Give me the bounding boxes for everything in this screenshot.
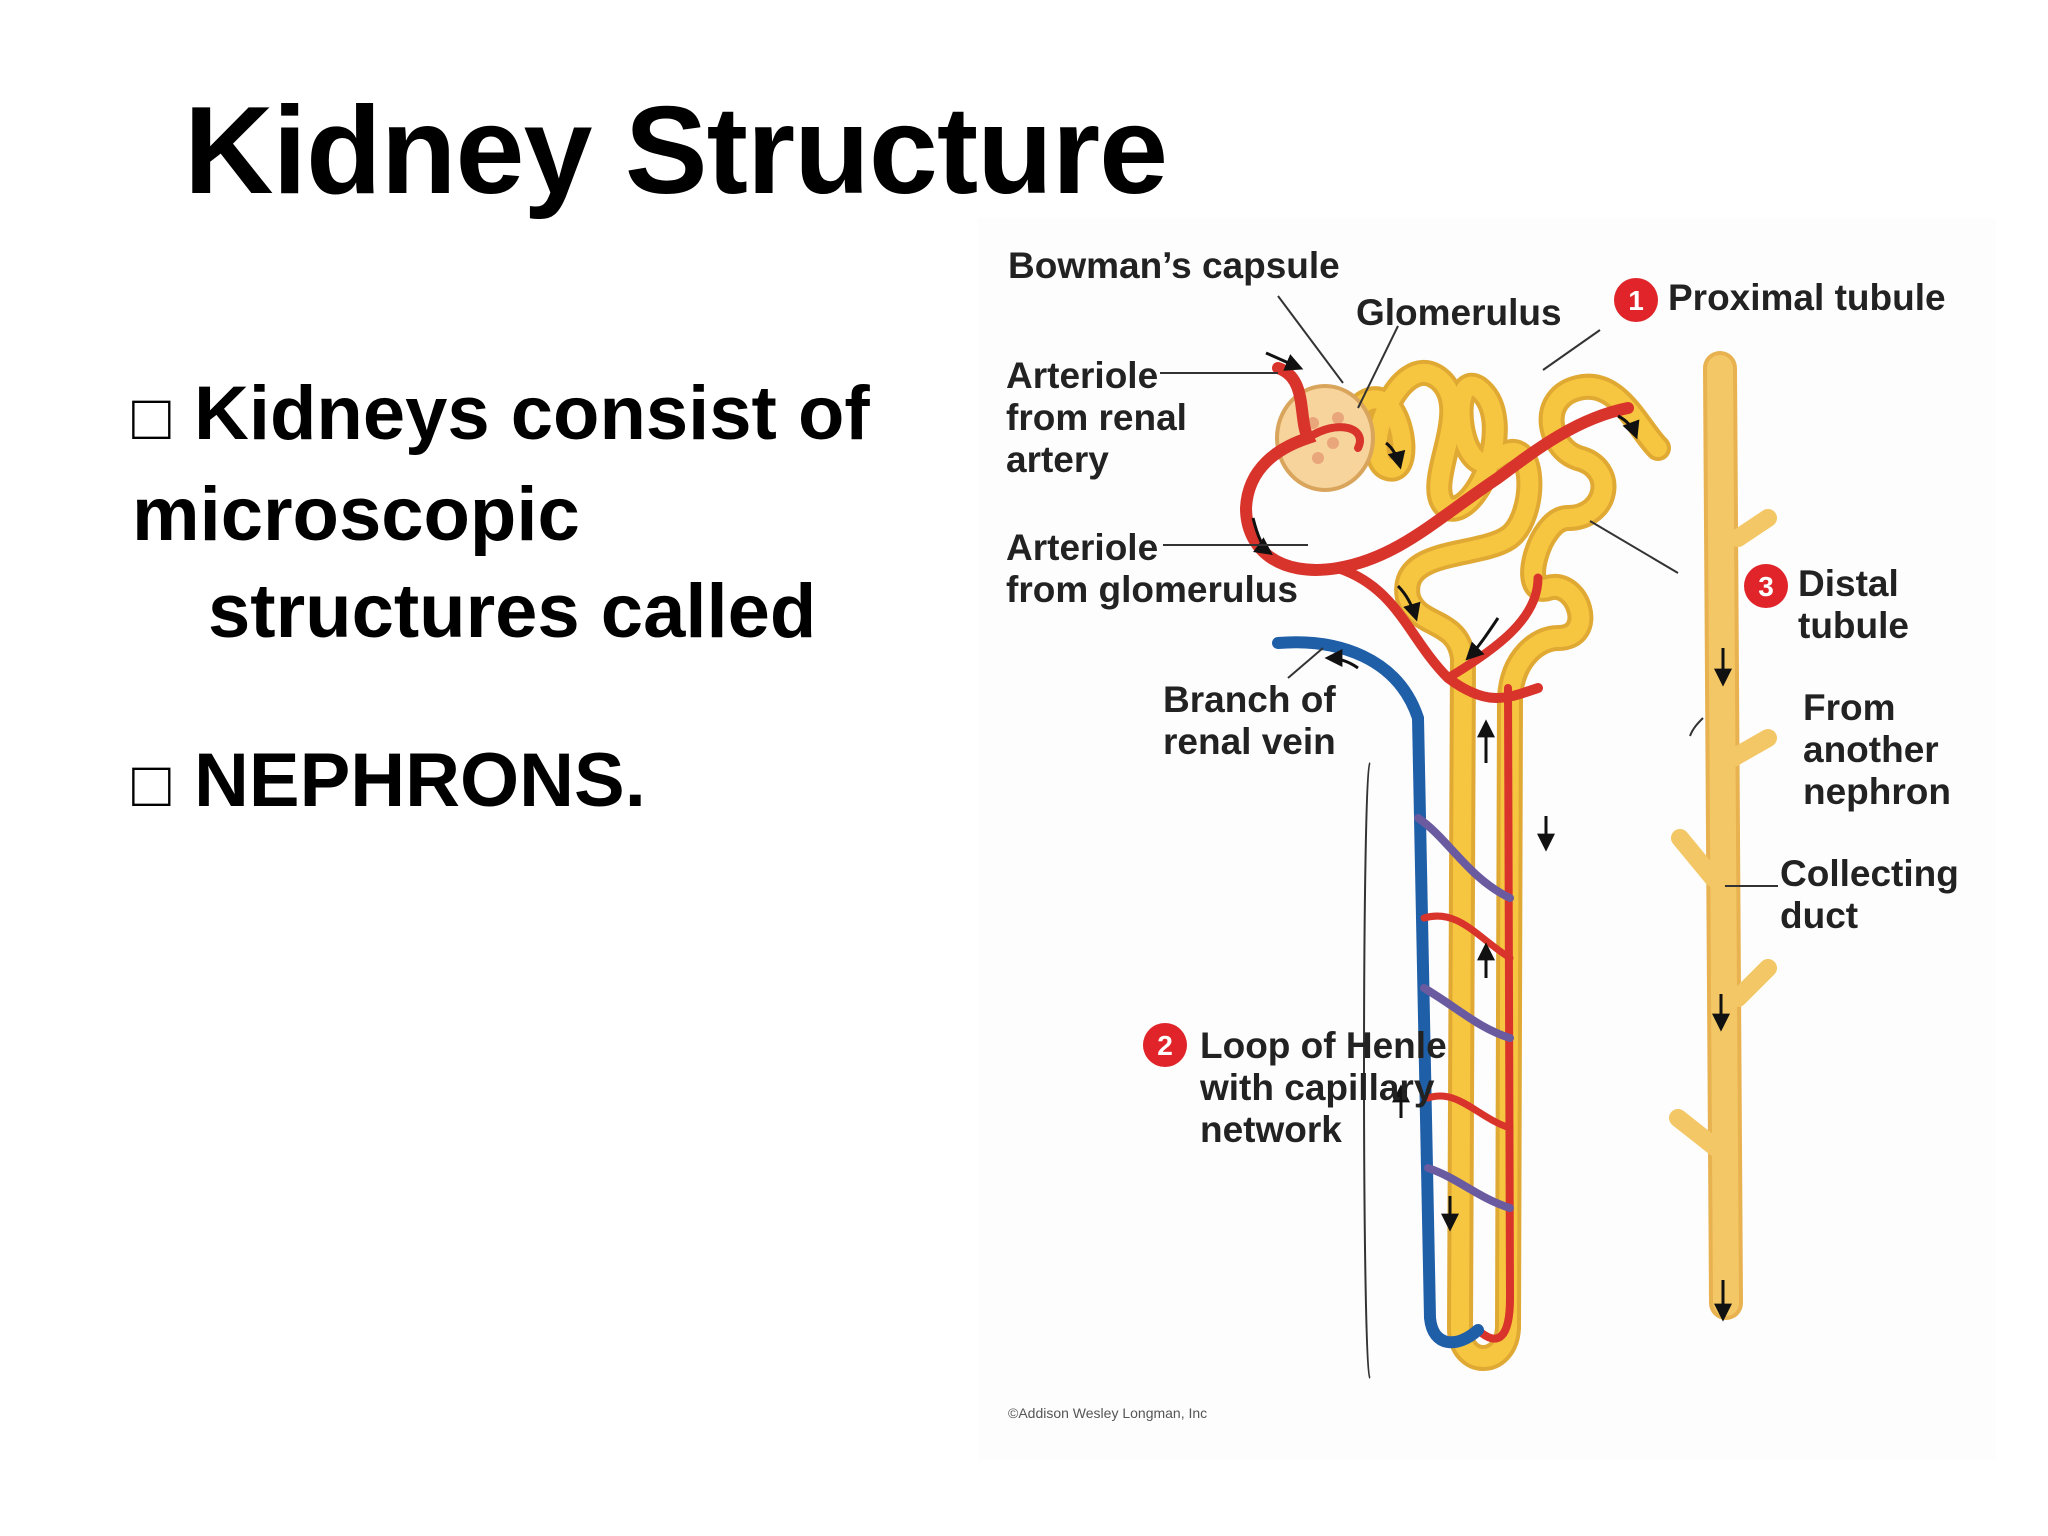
leader-lines [1160,295,1778,1379]
step-2-badge: 2 [1143,1023,1187,1067]
label-collecting-duct-line: Collecting [1780,853,1959,894]
label-arteriole-glomerulus-line: from glomerulus [1006,569,1298,610]
flow-arrows [1251,351,1732,1322]
slide-title: Kidney Structure [184,82,1168,220]
label-bowmans-capsule: Bowman’s capsule [1008,245,1340,286]
arteriole-vessels [1239,362,1634,1343]
label-distal-tubule-line: Distal [1798,563,1899,604]
label-arteriole-renal-line: from renal [1006,397,1187,438]
label-from-nephron-line: nephron [1803,771,1951,812]
label-from-nephron-line: From [1803,687,1896,728]
renal-vein-vessels [1272,636,1514,1349]
bullet-text-line: Kidneys consist of [194,371,870,456]
label-proximal-tubule: Proximal tubule [1668,277,1946,318]
collecting-duct-shape [1669,351,1777,1320]
checkbox-bullet-icon: □ [132,381,171,453]
label-branch-vein-line: renal vein [1163,721,1336,762]
svg-text:3: 3 [1758,571,1774,602]
label-arteriole-renal-line: Arteriole [1006,355,1158,396]
label-arteriole-renal-line: artery [1006,439,1109,480]
svg-text:1: 1 [1628,285,1644,316]
bullet-item: □ Kidneys consist of microscopic structur… [132,365,992,660]
step-1-badge: 1 [1614,278,1658,322]
bullet-text-line: microscopic [132,472,580,557]
bullet-item: □ NEPHRONS. [132,732,992,833]
bullet-list: □ Kidneys consist of microscopic structur… [132,365,992,833]
label-arteriole-glomerulus-line: Arteriole [1006,527,1158,568]
nephron-illustration: 1 3 2 Bowman’s capsule Glomerulus Proxim… [1006,245,1959,1421]
nephron-diagram: 1 3 2 Bowman’s capsule Glomerulus Proxim… [978,218,1996,1460]
label-loop-henle-line: with capillary [1199,1067,1435,1108]
label-distal-tubule-line: tubule [1798,605,1909,646]
checkbox-bullet-icon: □ [132,748,171,820]
bullet-text-line: structures called [208,569,817,654]
label-collecting-duct-line: duct [1780,895,1858,936]
step-3-badge: 3 [1744,564,1788,608]
label-loop-henle-line: Loop of Henle [1200,1025,1447,1066]
label-from-nephron-line: another [1803,729,1939,770]
copyright-text: ©Addison Wesley Longman, Inc [1008,1405,1207,1421]
label-glomerulus: Glomerulus [1356,292,1562,333]
label-loop-henle-line: network [1200,1109,1342,1150]
svg-text:2: 2 [1157,1030,1173,1061]
bullet-text-line: NEPHRONS. [194,738,646,823]
label-branch-vein-line: Branch of [1163,679,1336,720]
